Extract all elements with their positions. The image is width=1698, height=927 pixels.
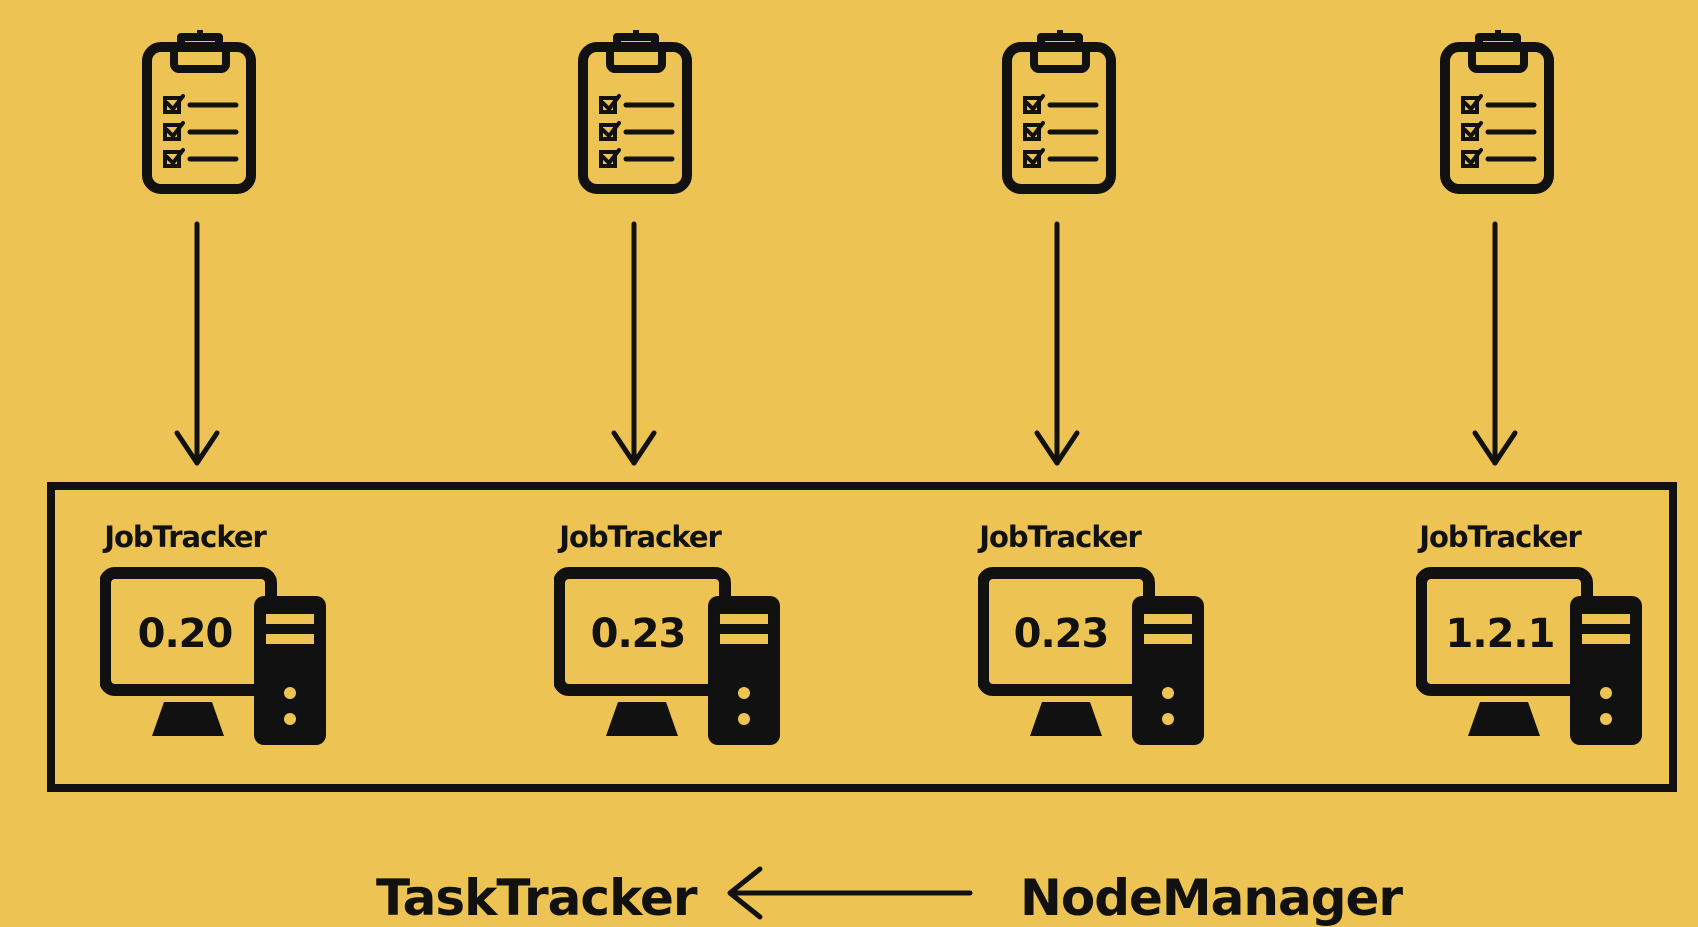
cluster-box (47, 482, 1677, 792)
arrow-down-icon (174, 430, 220, 466)
jobtracker-label: JobTracker (557, 520, 722, 554)
nodemanager-label: NodeManager (1020, 869, 1403, 927)
jobtracker-label: JobTracker (977, 520, 1142, 554)
version-label: 0.23 (591, 611, 686, 657)
desktop-computer-icon (983, 573, 1204, 745)
clipboard-checklist-icon (147, 30, 251, 189)
clipboard-checklist-icon (583, 30, 687, 189)
version-label: 0.23 (1014, 611, 1109, 657)
clipboard-checklist-icon (1007, 30, 1111, 189)
clipboard-checklist-icon (1445, 30, 1549, 189)
desktop-computer-icon (559, 573, 780, 745)
arrow-left-icon (727, 866, 973, 920)
version-label: 0.20 (138, 611, 233, 657)
jobtracker-label: JobTracker (1417, 520, 1582, 554)
arrow-down-icon (1472, 430, 1518, 466)
tasktracker-label: TaskTracker (376, 869, 698, 927)
desktop-computer-icon (1421, 573, 1642, 745)
arrow-down-icon (1034, 430, 1080, 466)
jobtracker-label: JobTracker (102, 520, 267, 554)
arrow-down-icon (611, 430, 657, 466)
desktop-computer-icon (105, 573, 326, 745)
version-label: 1.2.1 (1446, 611, 1555, 657)
